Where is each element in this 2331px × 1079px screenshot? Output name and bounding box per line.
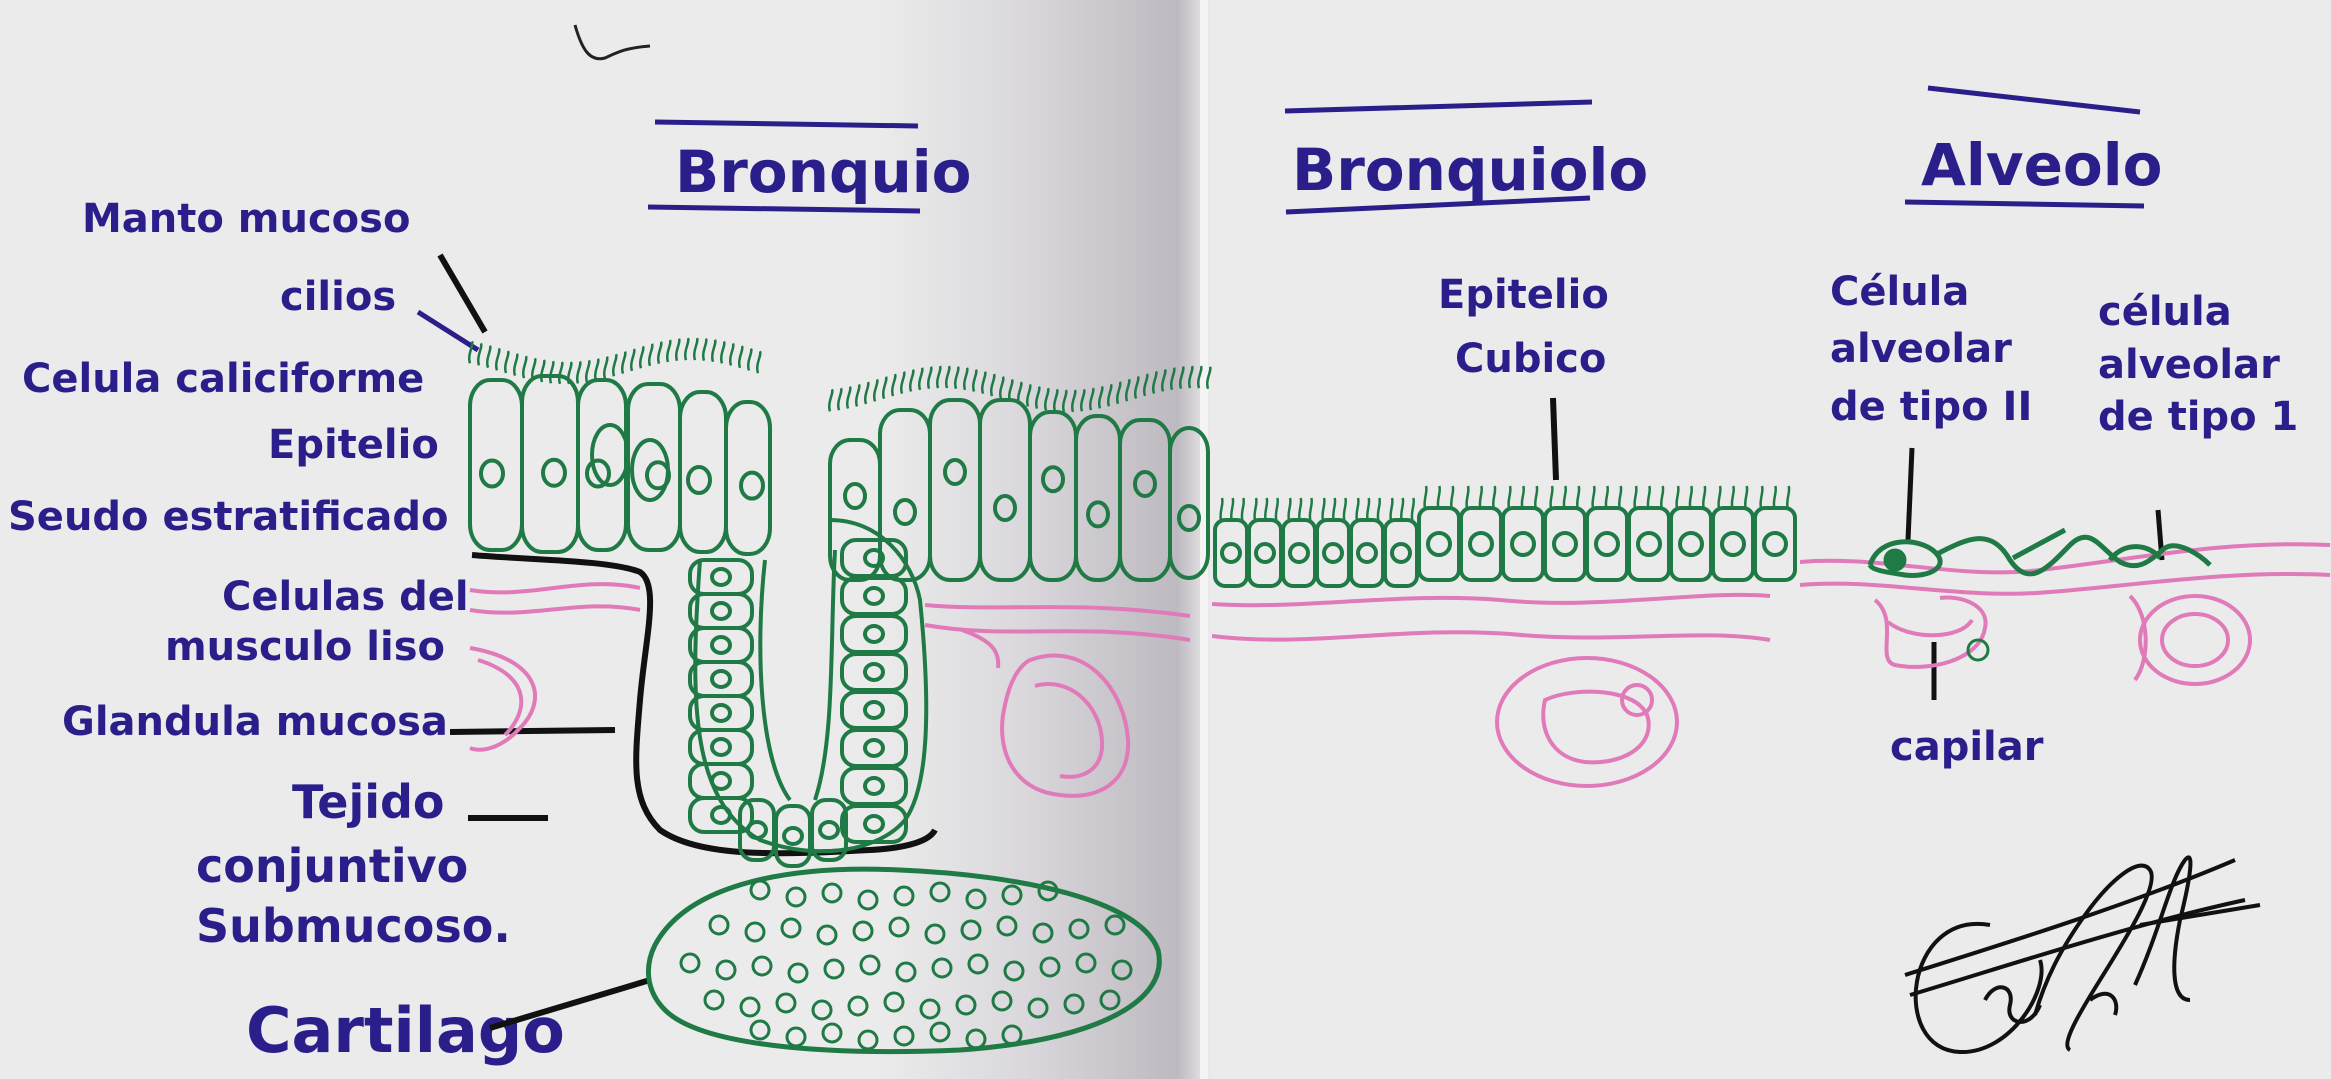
label-epitelio: Epitelio	[268, 422, 439, 468]
svg-text:Alveolo: Alveolo	[1921, 131, 2163, 199]
label-celula-tipo1-1: célula	[2098, 289, 2232, 335]
label-cartilago: Cartilago	[246, 994, 565, 1067]
label-musculo-liso: musculo liso	[165, 624, 445, 670]
label-manto-mucoso: Manto mucoso	[82, 196, 410, 242]
label-glandula-mucosa: Glandula mucosa	[62, 699, 448, 745]
label-celulas-del: Celulas del	[222, 574, 469, 620]
label-conjuntivo: conjuntivo	[196, 839, 468, 893]
label-celula-tipo1-2: alveolar	[2098, 342, 2280, 388]
label-celula-caliciforme: Celula caliciforme	[22, 356, 424, 402]
label-capilar: capilar	[1890, 724, 2044, 770]
leader-epitelio-cubico	[1553, 398, 1556, 480]
label-celula-tipo1-3: de tipo 1	[2098, 394, 2298, 440]
label-celula-tipo2-2: alveolar	[1830, 326, 2012, 372]
label-seudo-estratificado: Seudo estratificado	[8, 494, 449, 540]
label-cilios: cilios	[280, 274, 396, 320]
label-celula-tipo2-3: de tipo II	[1830, 384, 2032, 430]
label-epitelio-cubico-2: Cubico	[1455, 336, 1606, 382]
svg-text:Bronquiolo: Bronquiolo	[1292, 136, 1648, 204]
label-epitelio-cubico-1: Epitelio	[1438, 272, 1609, 318]
label-celula-tipo2-1: Célula	[1830, 269, 1969, 315]
label-submucoso: Submucoso.	[196, 899, 511, 953]
svg-text:Bronquio: Bronquio	[675, 138, 972, 206]
label-tejido: Tejido	[292, 775, 445, 829]
